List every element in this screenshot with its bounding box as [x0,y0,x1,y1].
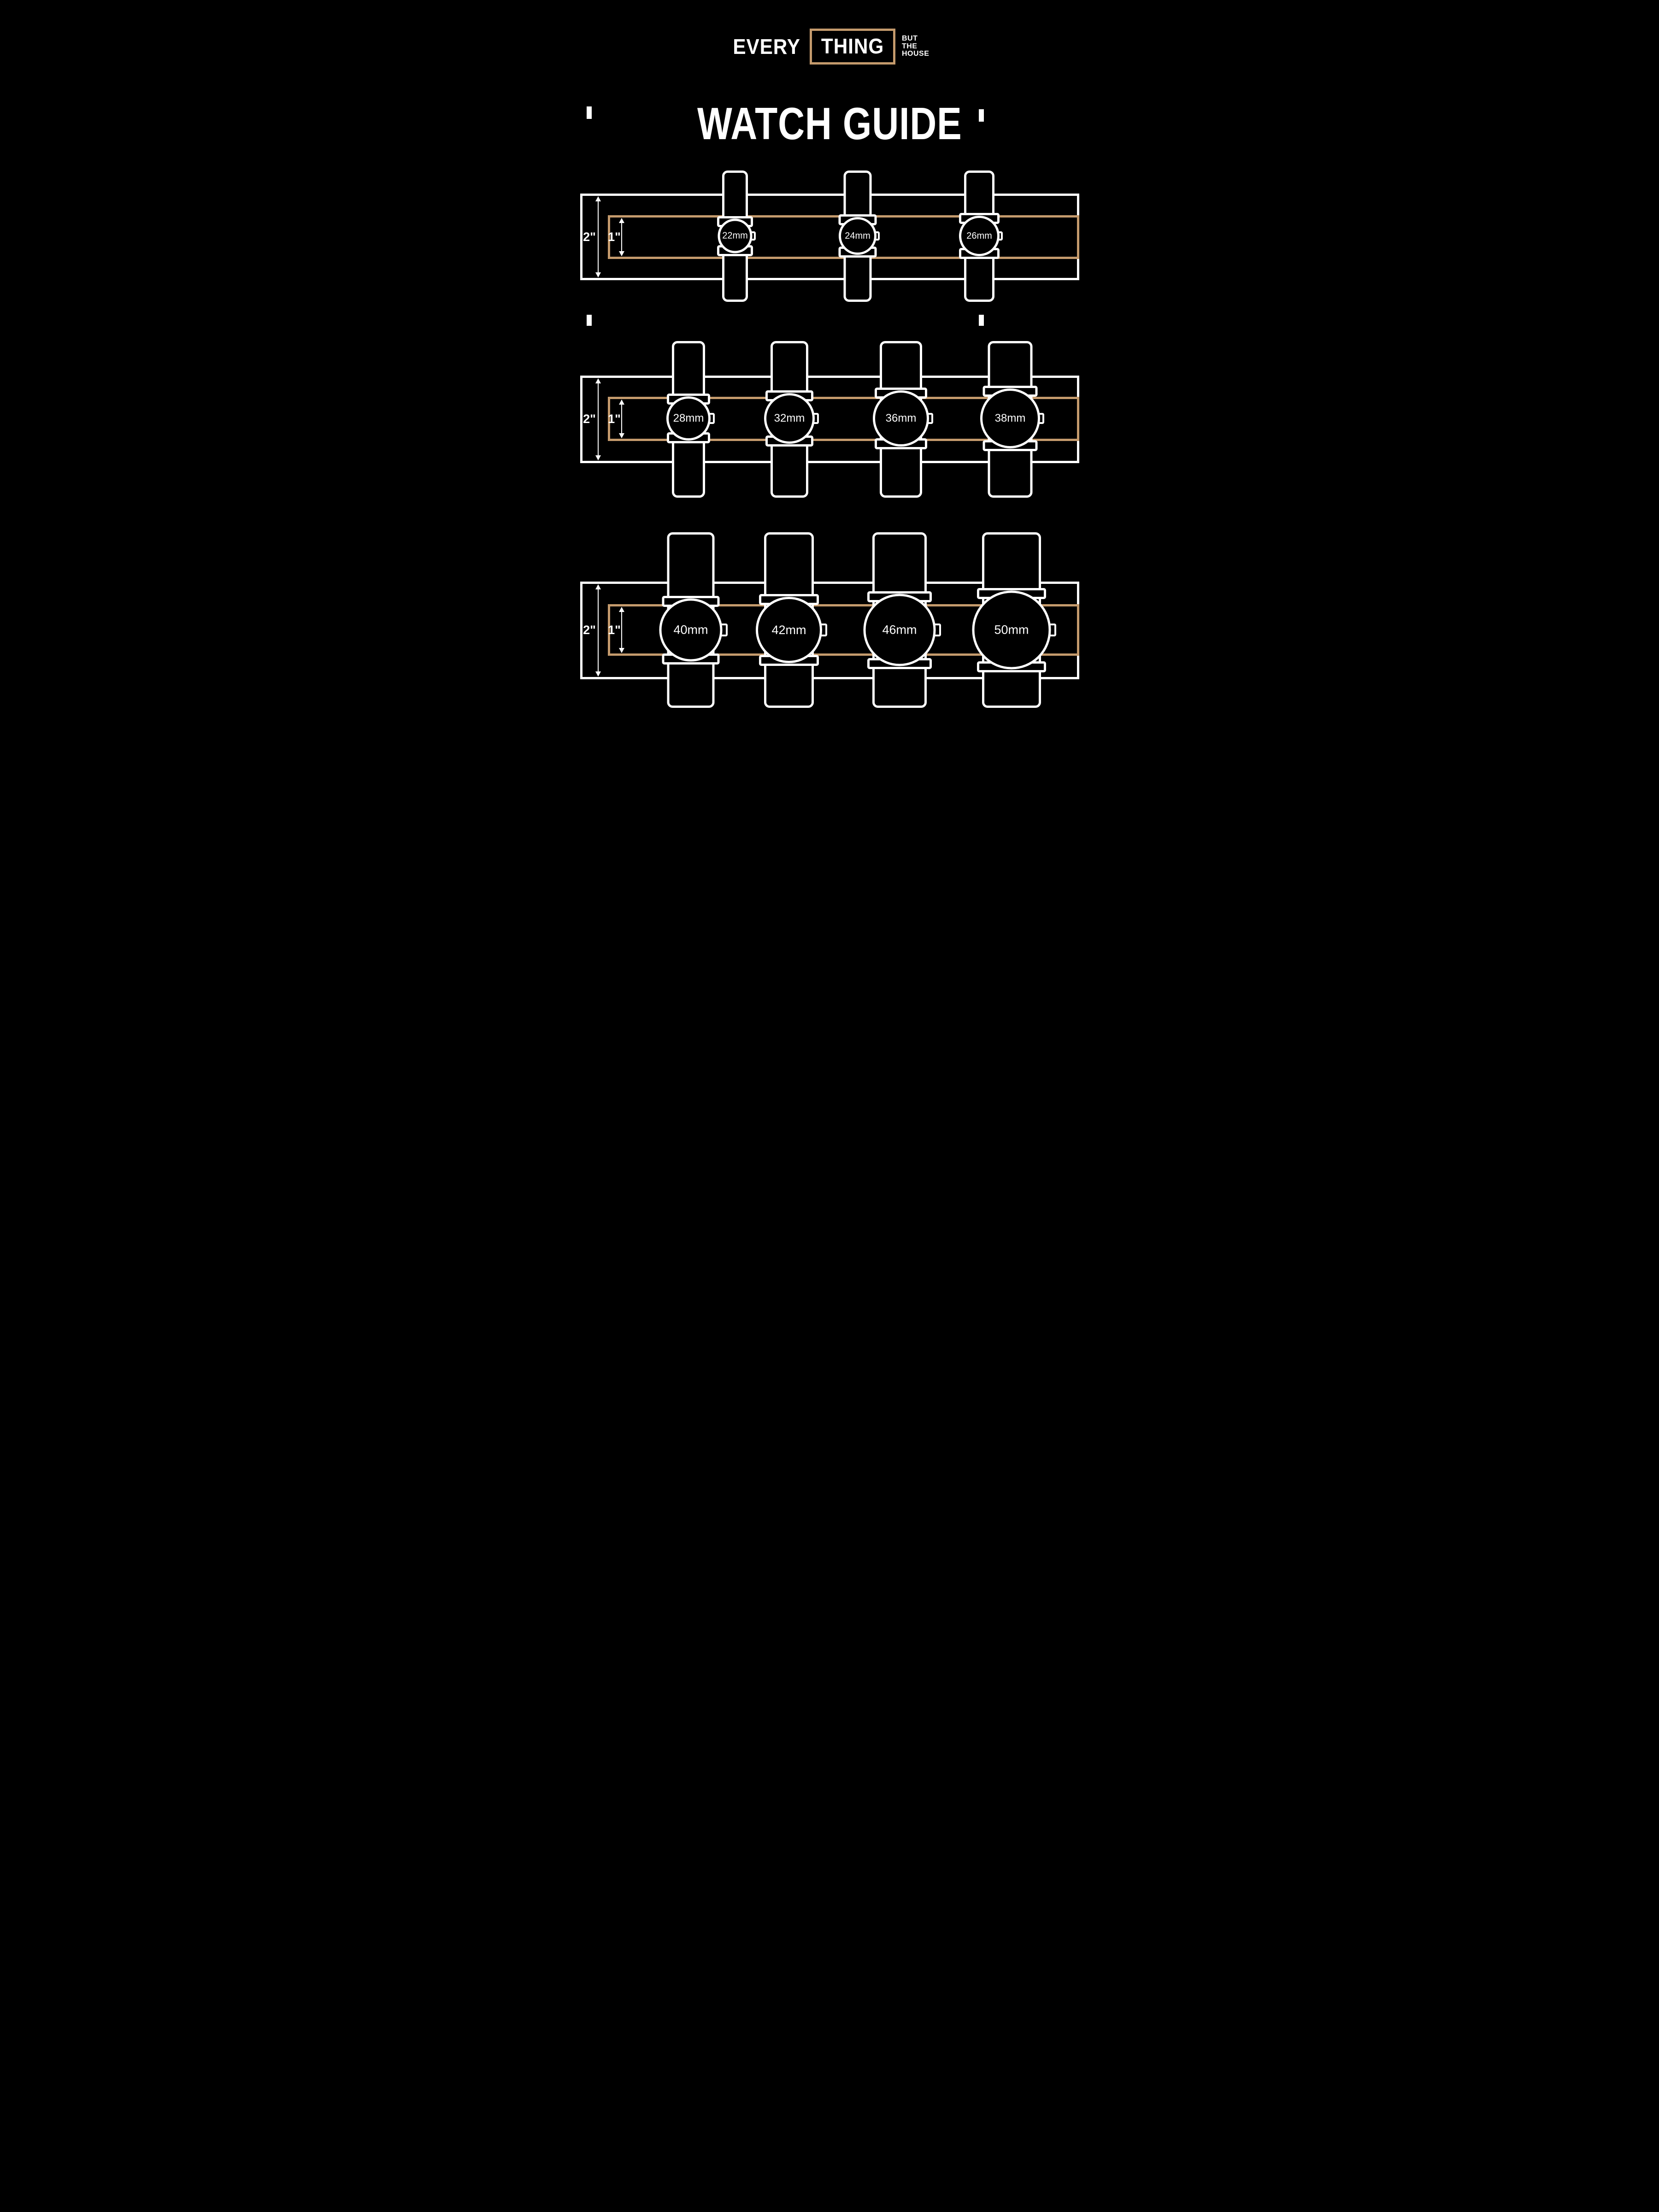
watch-face: 28mm [666,396,711,441]
watch-size-label: 50mm [994,623,1029,637]
watch-face: 22mm [718,218,753,253]
dimension-label-2in: 2" [583,230,596,244]
dimension-arrow-2in [595,378,601,460]
dimension-arrow-1in [619,607,624,653]
logo-tagline-line: HOUSE [901,50,930,58]
dimension-arrow-2in [595,196,601,277]
dimension-label-2in: 2" [583,623,596,637]
watch-size-label: 32mm [774,412,805,424]
watch-size-label: 42mm [771,623,806,637]
dimension-arrow-1in [619,218,624,256]
watch-face: 32mm [764,393,815,444]
page-title: WATCH GUIDE [697,98,962,149]
watch-face: 38mm [980,388,1040,448]
decor-mark [587,106,592,119]
dimension-label-2in: 2" [583,412,596,426]
logo-tagline-line: BUT [901,34,918,42]
dimension-label-1in: 1" [608,412,621,426]
size-band-inner-row3 [608,604,1079,656]
watch-face: 42mm [756,597,822,663]
watch-face: 26mm [959,216,1000,256]
watch-face: 36mm [873,390,929,447]
decor-mark [979,315,984,326]
decor-mark [979,109,984,122]
dimension-label-1in: 1" [608,623,621,637]
watch-size-label: 36mm [885,412,917,424]
watch-face: 24mm [839,217,877,255]
dimension-arrow-1in [619,400,624,438]
logo-tagline-line: THE [901,42,918,50]
watch-size-label: 24mm [845,230,871,241]
watch-face: 50mm [972,590,1051,670]
watch-face: 40mm [659,598,723,662]
watch-size-label: 26mm [966,230,992,241]
watch-size-label: 40mm [673,623,708,637]
watch-face: 46mm [863,594,936,666]
logo-word-every: EVERY [732,35,800,59]
dimension-arrow-2in [595,584,601,677]
logo-word-thing: THING [821,34,884,58]
watch-size-label: 22mm [722,230,748,241]
watch-size-label: 46mm [882,623,917,637]
page-title-wrap: WATCH GUIDE [564,98,1095,150]
logo-tagline: BUT THE HOUSE [902,35,929,58]
logo: EVERY THING BUT THE HOUSE [564,29,1095,65]
logo-box: THING [809,29,895,65]
watch-guide-poster: EVERY THING BUT THE HOUSE WATCH GUIDE 2"… [564,0,1095,708]
watch-size-label: 28mm [673,412,704,424]
decor-mark [587,315,592,326]
watch-size-label: 38mm [994,412,1026,424]
size-band-inner-row2 [608,397,1079,441]
dimension-label-1in: 1" [608,230,621,244]
